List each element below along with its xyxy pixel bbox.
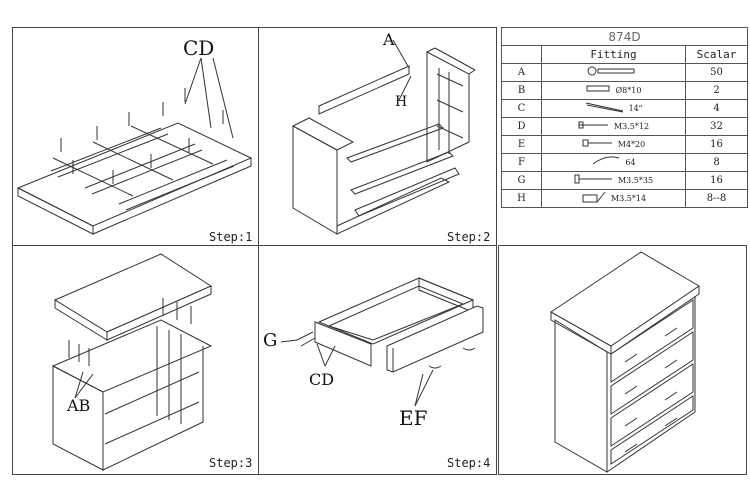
step-1-drawing — [16, 57, 253, 235]
dowel-icon — [586, 85, 612, 96]
callout-cd: CD — [309, 370, 335, 389]
rail — [50, 127, 162, 172]
callout-h: H — [395, 94, 408, 110]
rail — [84, 143, 196, 189]
step-3-drawing — [51, 253, 213, 471]
callout-ef: EF — [399, 406, 428, 430]
handle — [624, 443, 638, 453]
table-row: B Ø8*10 2 — [501, 81, 749, 100]
dowel-markers — [68, 298, 192, 366]
handle — [664, 327, 678, 337]
callout-g: G — [263, 330, 278, 351]
base-panel-edge — [17, 187, 94, 235]
screw-icon — [578, 121, 610, 132]
step-1-panel: CD Step:1 — [12, 27, 259, 246]
table-row: E M4*20 16 — [501, 135, 749, 154]
drawer — [610, 363, 694, 447]
handle — [664, 417, 678, 427]
bracket-icon — [581, 191, 607, 206]
carcass-side — [52, 365, 104, 471]
callout-cd: CD — [183, 36, 215, 60]
screw-icon — [574, 174, 614, 187]
scalar-header: Scalar — [684, 45, 749, 64]
rail — [118, 159, 228, 205]
handle — [624, 385, 638, 395]
handle — [462, 347, 476, 351]
callout-a: A — [383, 30, 395, 49]
model-number: 874D — [500, 27, 749, 46]
finished-dresser-panel — [498, 245, 747, 475]
step-4-label: Step:4 — [447, 456, 491, 470]
table-row: G M3.5*35 16 — [501, 171, 749, 190]
bolt-icon — [582, 139, 614, 150]
fitting-table: 874D Fitting Scalar A 50 B Ø8*10 2 C 14"… — [500, 27, 749, 208]
step-3-panel: AB Step:3 — [12, 245, 259, 475]
step-1-label: Step:1 — [209, 230, 253, 244]
handle — [664, 359, 678, 369]
step-4-drawing — [280, 277, 484, 407]
handle — [624, 417, 638, 427]
drawer — [610, 299, 694, 383]
table-row: F 64 8 — [501, 153, 749, 172]
bottom-plank — [354, 167, 460, 217]
table-row: A 50 — [501, 63, 749, 82]
step-2-drawing — [291, 39, 476, 235]
table-row: C 14" 4 — [501, 99, 749, 118]
table-row: H M3.5*14 8--8 — [501, 189, 749, 208]
step-4-panel: G CD EF Step:4 — [258, 245, 497, 475]
screw-icon — [585, 101, 625, 116]
callout-ab: AB — [67, 396, 91, 415]
divider — [346, 123, 444, 163]
dresser-top — [550, 251, 700, 347]
fitting-header: Fitting — [541, 45, 686, 64]
drawer — [610, 395, 694, 465]
handle — [664, 391, 678, 401]
table-row: D M3.5*12 32 — [501, 117, 749, 136]
dresser-drawing — [550, 251, 700, 473]
step-2-label: Step:2 — [447, 230, 491, 244]
step-2-panel: A H Step:2 — [258, 27, 497, 246]
cam-lock-icon — [586, 66, 638, 79]
back-rail — [318, 65, 410, 115]
handle-icon — [591, 155, 621, 170]
screw-markers — [60, 88, 224, 184]
step-3-label: Step:3 — [209, 456, 253, 470]
drawer-side — [314, 321, 372, 367]
drawer — [610, 331, 694, 415]
handle — [428, 365, 442, 369]
drawer-front — [386, 305, 484, 373]
side-panel-left — [292, 125, 338, 235]
handle — [624, 353, 638, 363]
side-panel-right — [426, 51, 470, 163]
dresser-side — [554, 319, 608, 473]
